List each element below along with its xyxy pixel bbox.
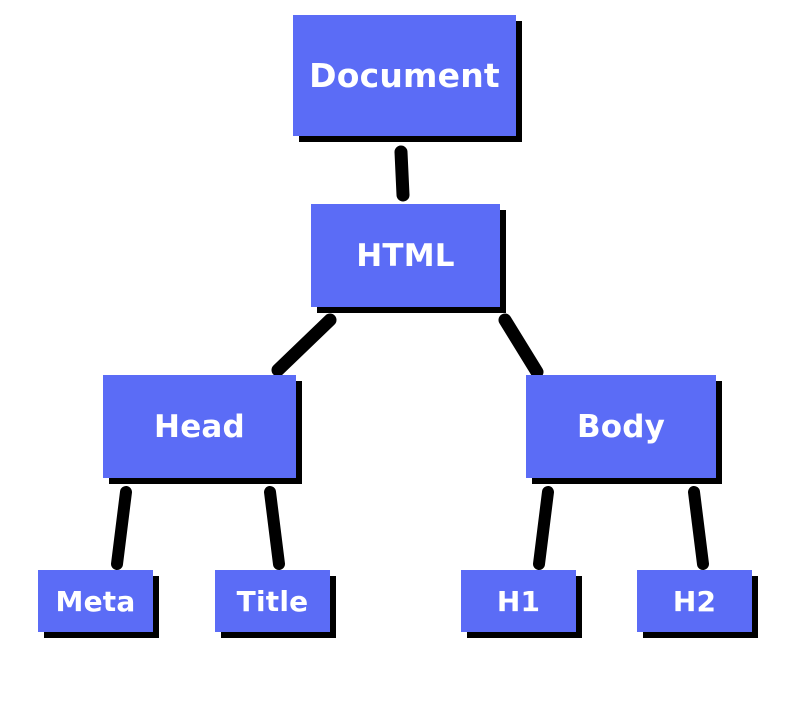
node-h1: H1 bbox=[461, 570, 576, 632]
connector-body-h2 bbox=[688, 486, 709, 570]
node-html: HTML bbox=[311, 204, 500, 307]
connector-body-h1 bbox=[533, 486, 554, 570]
connector-head-meta bbox=[111, 486, 132, 570]
connector-html-head bbox=[271, 313, 337, 377]
connector-head-title bbox=[264, 486, 285, 570]
node-document: Document bbox=[293, 15, 516, 136]
node-h2: H2 bbox=[637, 570, 752, 632]
node-body: Body bbox=[526, 375, 716, 478]
connector-document-html bbox=[394, 145, 410, 202]
node-head: Head bbox=[103, 375, 296, 478]
connector-html-body bbox=[498, 313, 544, 379]
node-title: Title bbox=[215, 570, 330, 632]
node-meta: Meta bbox=[38, 570, 153, 632]
